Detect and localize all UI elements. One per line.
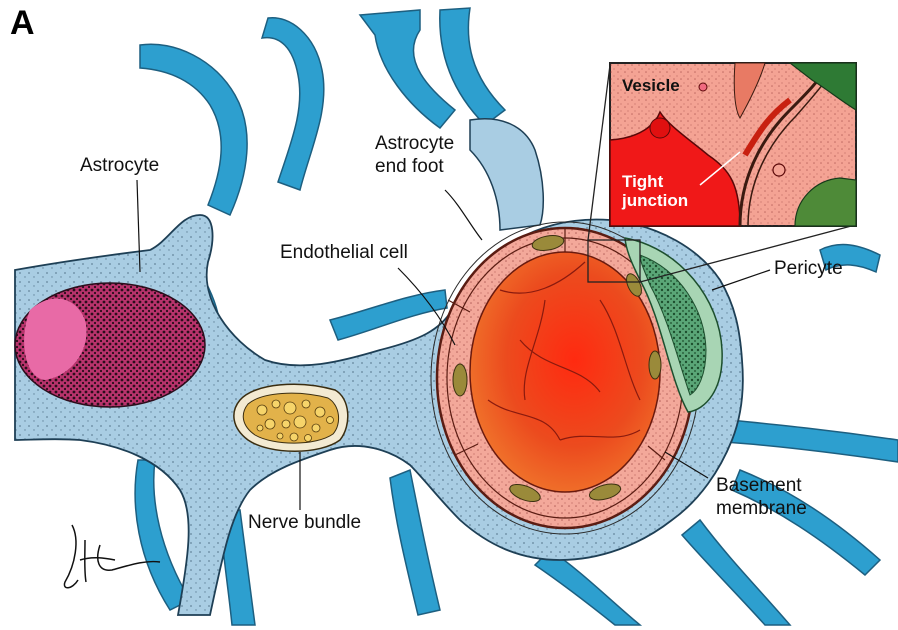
inset-label-tight-junction-line2: junction xyxy=(622,191,688,210)
label-pericyte: Pericyte xyxy=(774,258,843,280)
label-basement-membrane-line1: Basement xyxy=(716,475,802,497)
label-basement-membrane-line2: membrane xyxy=(716,498,807,520)
astrocyte-nucleus xyxy=(15,283,205,407)
label-astrocyte: Astrocyte xyxy=(80,155,159,177)
label-nerve-bundle: Nerve bundle xyxy=(248,512,361,534)
label-astrocyte-end-foot-line2: end foot xyxy=(375,156,444,178)
nerve-bundle xyxy=(234,384,348,451)
label-astrocyte-end-foot-line1: Astrocyte xyxy=(375,133,454,155)
inset-label-tight-junction-line1: Tight xyxy=(622,172,663,191)
panel-letter: A xyxy=(10,4,35,43)
inset-label-vesicle: Vesicle xyxy=(622,76,680,95)
label-endothelial-cell: Endothelial cell xyxy=(280,242,408,264)
